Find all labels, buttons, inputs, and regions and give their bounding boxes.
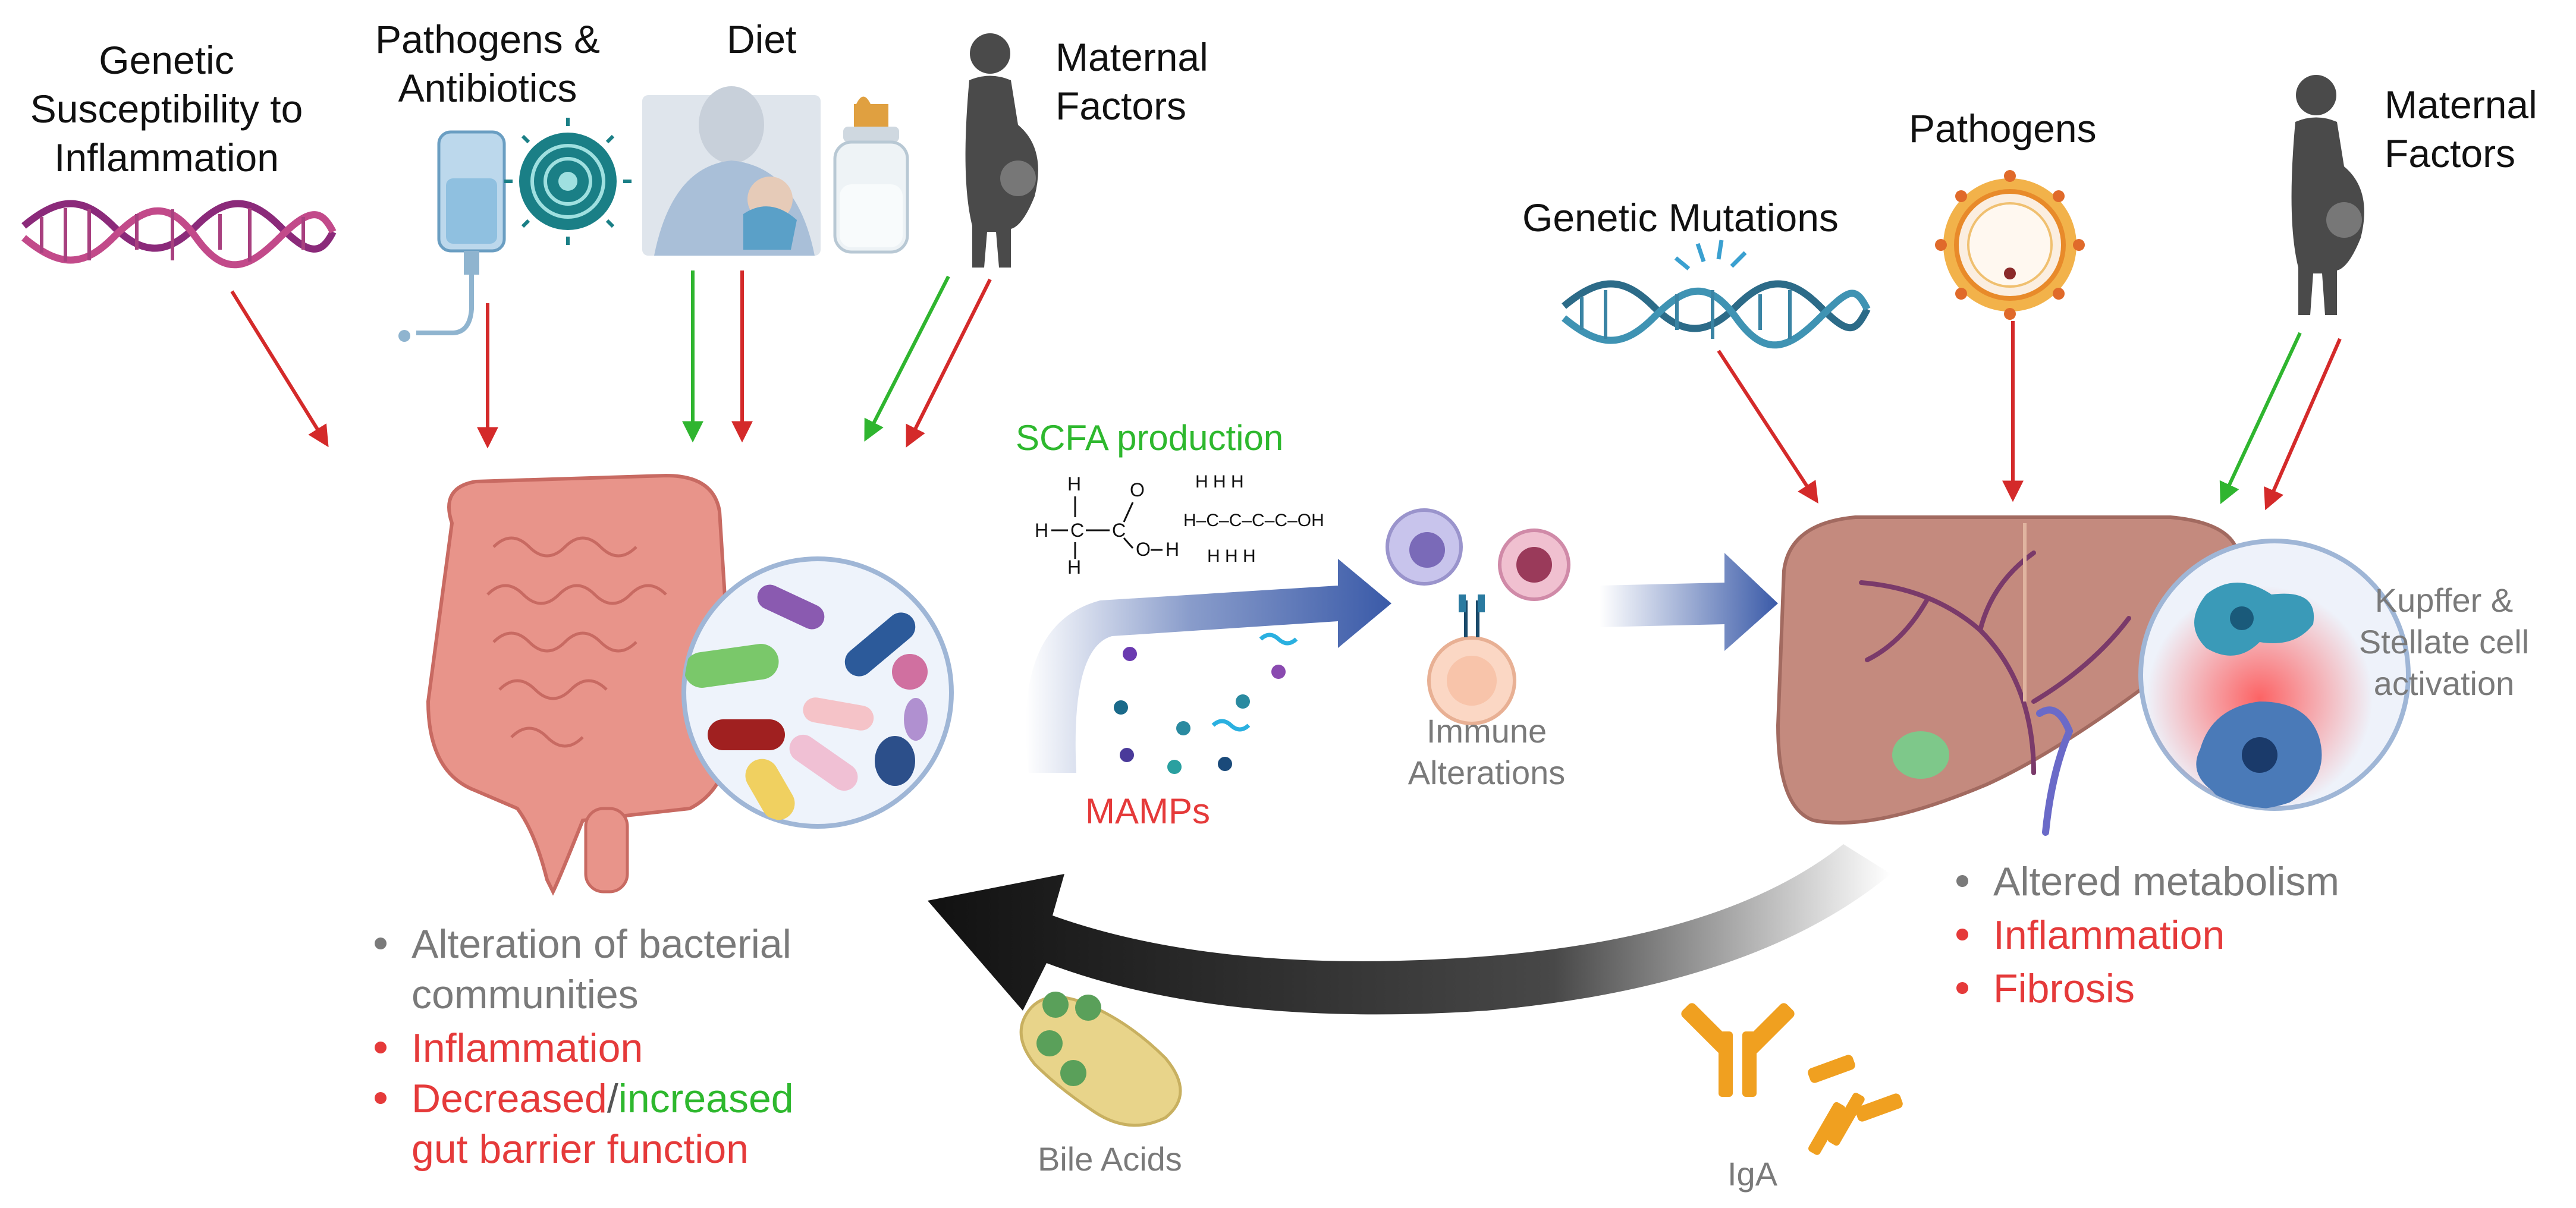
liver-outcome-fibrosis: Fibrosis (1956, 963, 2135, 1014)
gut-outcome-barrier-line2: gut barrier function (411, 1127, 749, 1172)
svg-text:H: H (1067, 556, 1081, 578)
label-maternal-factors-left: Maternal Factors (1055, 35, 1208, 128)
intestine-illustration (426, 473, 734, 896)
label-pathogens-right: Pathogens (1909, 106, 2097, 150)
bullet (375, 1092, 387, 1105)
label-pathogens-antibiotics: Pathogens & Antibiotics (375, 17, 600, 110)
gut-outcome-bacterial: Alteration of bacterial (375, 918, 791, 970)
label-genetic-mutations: Genetic Mutations (1522, 196, 1839, 240)
red-arrow-genetic-mutations (1717, 350, 1818, 504)
label-iga: IgA (1727, 1155, 1778, 1193)
green-arrow-maternal (864, 275, 950, 442)
label-kupffer-stellate: Kupffer & Stellate cell activation (2358, 581, 2530, 702)
label-scfa-production: SCFA production (1016, 418, 1284, 458)
bullet (1956, 929, 1968, 941)
gut-outcome-bacterial-line2: communities (411, 972, 639, 1017)
svg-text:H–C–C–C–C–OH: H–C–C–C–C–OH (1183, 511, 1324, 530)
label-immune-alterations: Immune Alterations (1408, 712, 1566, 791)
red-arrow-maternal (906, 278, 992, 448)
green-arrow-maternal-right (2219, 332, 2302, 505)
red-arrow-maternal-right (2264, 338, 2342, 511)
dna-left-icon (21, 200, 337, 269)
acetate-structure: H H C C O O H H (1035, 473, 1179, 578)
blue-arrow-to-liver (1600, 553, 1778, 651)
blue-translocation-arrow (1026, 559, 1391, 773)
immune-cells-icon (1386, 508, 1570, 725)
pregnant-woman-icon-right (2291, 75, 2364, 315)
gut-outcome-barrier: Decreased/increased (375, 1073, 794, 1124)
label-mamps: MAMPs (1085, 791, 1210, 831)
svg-text:H: H (1035, 520, 1048, 541)
breastfeeding-icon (642, 86, 821, 256)
pathogen-icon (1935, 170, 2085, 320)
label-diet: Diet (727, 17, 797, 61)
label-genetic-susceptibility: Genetic Susceptibility to Inflammation (30, 38, 303, 180)
bile-acids-icon (1019, 992, 1182, 1127)
bullet (375, 938, 387, 950)
label-bile-acids: Bile Acids (1038, 1140, 1182, 1178)
svg-text:C: C (1070, 520, 1084, 541)
liver-illustration (1776, 515, 2241, 836)
mamps-particles (1114, 633, 1298, 774)
svg-text:C: C (1112, 520, 1126, 541)
iv-bag-icon (398, 130, 506, 342)
svg-text:H: H (1067, 473, 1081, 495)
gut-microbiota-inset (681, 556, 954, 829)
pregnant-woman-icon-left (965, 33, 1038, 268)
svg-text:O: O (1130, 479, 1145, 501)
svg-text:H: H (1166, 539, 1179, 560)
bullet (1956, 875, 1968, 888)
kupffer-stellate-inset (2138, 539, 2411, 811)
gut-outcome-inflammation: Inflammation (375, 1023, 643, 1074)
svg-text:H H H: H H H (1195, 472, 1244, 492)
dna-mutation-icon (1562, 240, 1871, 349)
liver-outcome-metabolism: Altered metabolism (1956, 856, 2339, 907)
svg-text:H H H: H H H (1207, 546, 1256, 566)
bullet (375, 1042, 387, 1054)
virus-icon (504, 118, 632, 245)
svg-text:O: O (1136, 539, 1151, 560)
iga-antibody-icon (1681, 1003, 1903, 1155)
butyrate-structure: H H H H–C–C–C–C–OH H H H (1183, 472, 1324, 566)
black-return-arrow (928, 844, 1891, 1015)
baby-bottle-icon (833, 96, 909, 254)
red-arrow-genetic (230, 290, 329, 448)
bullet (1956, 982, 1968, 995)
liver-outcome-inflammation: Inflammation (1956, 910, 2225, 961)
label-maternal-factors-right: Maternal Factors (2385, 83, 2537, 175)
